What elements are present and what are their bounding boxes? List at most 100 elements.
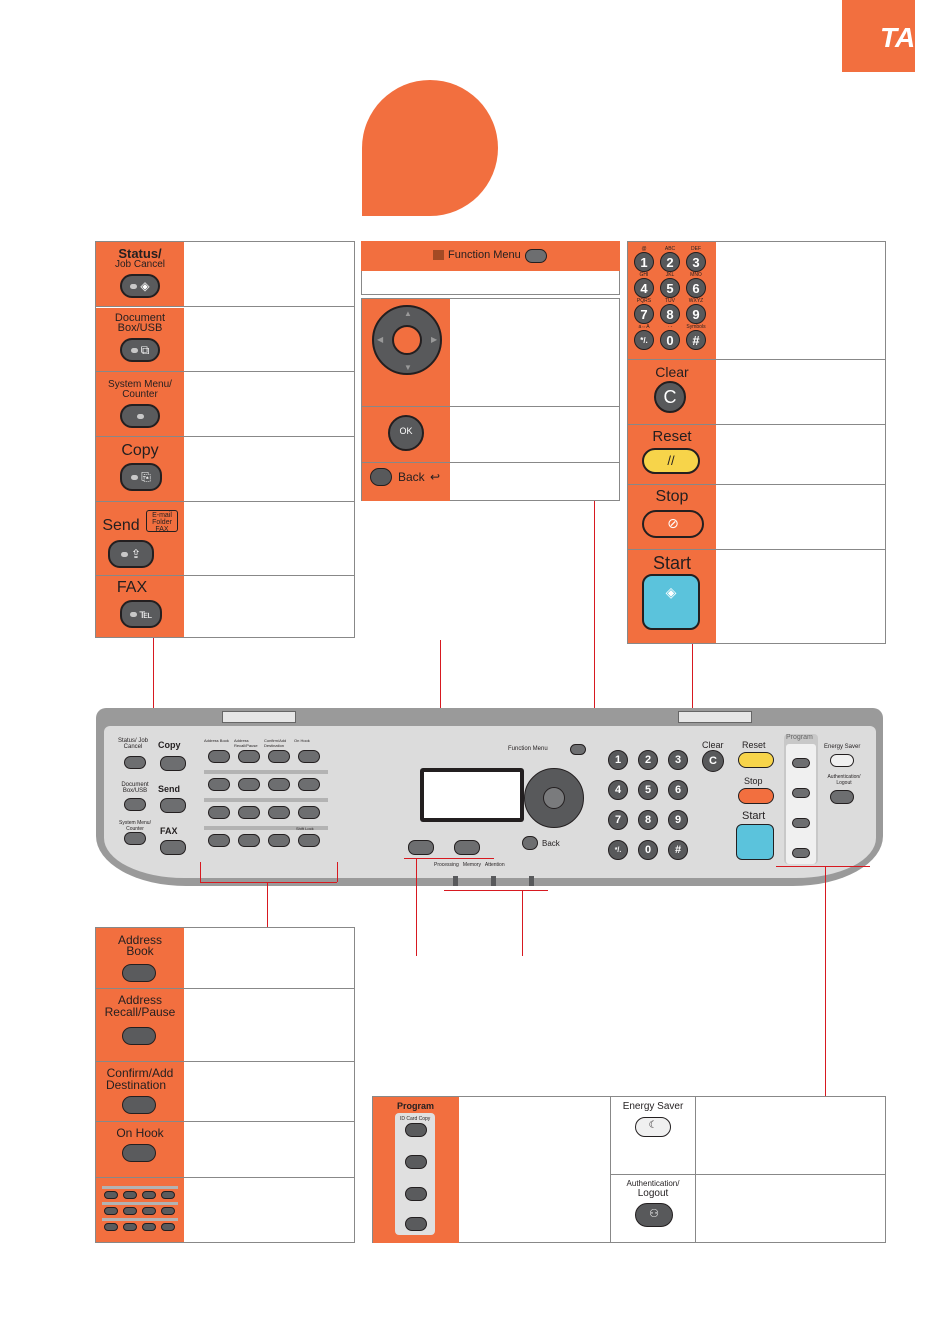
numeric-key[interactable]: 8 — [660, 304, 680, 324]
arrow-center — [392, 325, 422, 355]
one-touch-key[interactable] — [208, 778, 230, 791]
send-button[interactable]: ⇪ — [108, 540, 154, 568]
document-box-usb-button[interactable]: ⧉ — [120, 338, 160, 362]
one-touch-key[interactable] — [268, 834, 290, 847]
panel-numeric-key[interactable]: 9 — [668, 810, 688, 830]
one-touch-key[interactable] — [268, 806, 290, 819]
numeric-key[interactable]: 6 — [686, 278, 706, 298]
panel-top-key[interactable] — [208, 750, 230, 763]
start-button[interactable]: ◈ — [642, 574, 700, 630]
fax-button[interactable]: ℡ — [120, 600, 162, 628]
panel-auth-button[interactable] — [830, 790, 854, 804]
navigation-keys-box: ▲ ▼ ◀ ▶ OK Back ↩ — [361, 298, 620, 501]
copy-button[interactable]: ⎘ — [120, 463, 162, 491]
panel-reset-button[interactable] — [738, 752, 774, 768]
numeric-key[interactable]: 7 — [634, 304, 654, 324]
program-key-3[interactable] — [405, 1187, 427, 1201]
panel-fax-button[interactable] — [160, 840, 186, 855]
panel-sysmenu-button[interactable] — [124, 832, 146, 845]
program-column: Program ID Card Copy — [373, 1097, 459, 1243]
mini-one-touch-key — [123, 1207, 137, 1215]
address-book-button[interactable] — [122, 964, 156, 982]
one-touch-key[interactable] — [208, 834, 230, 847]
arrow-left-icon: ◀ — [377, 335, 384, 344]
program-key-2[interactable] — [405, 1155, 427, 1169]
ok-button[interactable]: OK — [388, 415, 424, 451]
numeric-key[interactable]: */. — [634, 330, 654, 350]
panel-program-key-4[interactable] — [792, 848, 810, 858]
one-touch-key[interactable] — [208, 806, 230, 819]
panel-energy-saver-button[interactable] — [830, 754, 854, 767]
panel-numeric-key[interactable]: # — [668, 840, 688, 860]
panel-start-button[interactable] — [736, 824, 774, 860]
key-sublabel: GHI — [639, 272, 649, 278]
panel-numeric-key[interactable]: 8 — [638, 810, 658, 830]
numeric-key[interactable]: 2 — [660, 252, 680, 272]
system-menu-counter-button[interactable] — [120, 404, 160, 428]
send-destination-tag: E-mail Folder FAX — [146, 510, 178, 533]
one-touch-key[interactable] — [298, 806, 320, 819]
panel-numeric-key[interactable]: 1 — [608, 750, 628, 770]
panel-status-button[interactable] — [124, 756, 146, 769]
mini-strip — [102, 1218, 178, 1221]
panel-top-key[interactable] — [238, 750, 260, 763]
panel-back-button[interactable] — [522, 836, 538, 850]
numeric-key[interactable]: 5 — [660, 278, 680, 298]
stop-button[interactable]: ⊘ — [642, 510, 704, 538]
arrow-keys[interactable]: ▲ ▼ ◀ ▶ — [372, 305, 442, 375]
authentication-logout-button[interactable]: ⚇ — [635, 1203, 673, 1227]
one-touch-key[interactable] — [238, 778, 260, 791]
numeric-key[interactable]: 0 — [660, 330, 680, 350]
reset-button[interactable]: // — [642, 448, 700, 474]
one-touch-key[interactable] — [298, 834, 320, 847]
panel-arrow-keys[interactable] — [524, 768, 584, 828]
program-label: Program — [397, 1101, 435, 1111]
panel-numeric-key[interactable]: 2 — [638, 750, 658, 770]
status-job-cancel-button[interactable]: ◈ — [120, 274, 160, 298]
panel-numeric-key[interactable]: 3 — [668, 750, 688, 770]
panel-numeric-key[interactable]: 7 — [608, 810, 628, 830]
panel-numeric-key[interactable]: 5 — [638, 780, 658, 800]
numeric-key[interactable]: 1 — [634, 252, 654, 272]
one-touch-key[interactable] — [238, 806, 260, 819]
panel-numeric-key[interactable]: 4 — [608, 780, 628, 800]
panel-stop-button[interactable] — [738, 788, 774, 804]
program-key-1[interactable] — [405, 1123, 427, 1137]
panel-numeric-key[interactable]: 0 — [638, 840, 658, 860]
panel-clear-button[interactable]: C — [702, 750, 724, 772]
panel-numeric-key[interactable]: 6 — [668, 780, 688, 800]
one-touch-key[interactable] — [298, 778, 320, 791]
confirm-add-destination-button[interactable] — [122, 1096, 156, 1114]
panel-copy-button[interactable] — [160, 756, 186, 771]
numeric-key[interactable]: 4 — [634, 278, 654, 298]
panel-program-key-2[interactable] — [792, 788, 810, 798]
function-menu-button[interactable] — [525, 249, 547, 263]
panel-numeric-key[interactable]: */. — [608, 840, 628, 860]
panel-program-key-3[interactable] — [792, 818, 810, 828]
numeric-key[interactable]: 3 — [686, 252, 706, 272]
panel-ok-button[interactable] — [543, 787, 565, 809]
panel-program-key-1[interactable] — [792, 758, 810, 768]
panel-send-button[interactable] — [160, 798, 186, 813]
panel-function-menu-button[interactable] — [570, 744, 586, 755]
back-button[interactable] — [370, 468, 392, 486]
numeric-key[interactable]: # — [686, 330, 706, 350]
numeric-key[interactable]: 9 — [686, 304, 706, 324]
panel-top-key[interactable] — [298, 750, 320, 763]
on-hook-button[interactable] — [122, 1144, 156, 1162]
function-menu-callout: Function Menu ▲ ▼ ◀ ▶ OK Back ↩ — [361, 241, 620, 501]
panel-docbox-button[interactable] — [124, 798, 146, 811]
program-key-4[interactable] — [405, 1217, 427, 1231]
card-copy-label: ID Card Copy — [400, 1116, 431, 1122]
left-select-key[interactable] — [408, 840, 434, 855]
panel-top-key[interactable] — [268, 750, 290, 763]
one-touch-key[interactable] — [238, 834, 260, 847]
mini-one-touch-key — [104, 1207, 118, 1215]
program-keys: ID Card Copy — [395, 1113, 435, 1235]
address-recall-pause-button[interactable] — [122, 1027, 156, 1045]
right-select-key[interactable] — [454, 840, 480, 855]
energy-saver-button[interactable]: ☾ — [635, 1117, 671, 1137]
one-touch-key[interactable] — [268, 778, 290, 791]
clear-button[interactable]: C — [654, 381, 686, 413]
mini-one-touch-key — [142, 1191, 156, 1199]
